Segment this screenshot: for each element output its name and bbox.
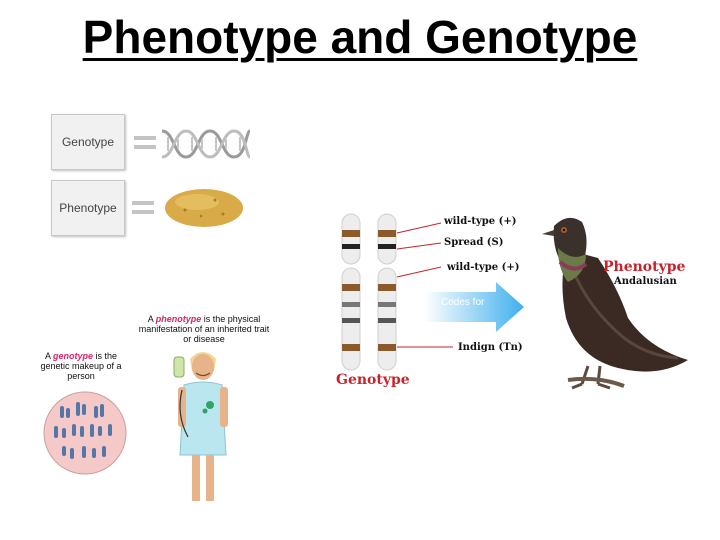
codes-for-label: Codes for [441, 297, 485, 308]
label-indign: Indign (Tn) [458, 342, 523, 353]
codes-for-arrow-icon [424, 282, 524, 332]
karyotype-circle-icon [43, 391, 127, 475]
phenotype-description: A phenotype is the physical manifestatio… [138, 314, 270, 344]
genotype-box: Genotype [51, 114, 125, 170]
text-fragment: A [44, 351, 53, 361]
equals-sign-icon [132, 196, 154, 219]
text-fragment: is the physical manifestation of an inhe… [138, 314, 270, 344]
slide-title: Phenotype and Genotype [82, 11, 638, 63]
pointer-lines [396, 222, 453, 348]
phenotype-box: Phenotype [51, 180, 125, 236]
potato-icon [165, 189, 243, 227]
genotype-description: A genotype is the genetic makeup of a pe… [40, 351, 122, 381]
chromosome-pair-icon [341, 213, 397, 371]
pigeon-icon [542, 217, 688, 390]
label-wild-type-2: wild-type (+) [447, 262, 520, 273]
phenotype-term: phenotype [155, 314, 202, 324]
text-fragment: is the genetic makeup of a person [40, 351, 122, 381]
genotype-label: Genotype [336, 372, 410, 388]
phenotype-box-label: Phenotype [59, 201, 117, 215]
label-spread: Spread (S) [444, 237, 504, 248]
phenotype-label: Phenotype [603, 259, 686, 275]
phenotype-subtitle: Andalusian [614, 276, 677, 287]
label-wild-type-1: wild-type (+) [444, 216, 517, 227]
dna-helix-icon [161, 129, 252, 159]
genotype-term: genotype [52, 351, 93, 361]
nurse-figure-icon [173, 352, 228, 501]
text-fragment: A [147, 314, 156, 324]
genotype-box-label: Genotype [61, 135, 115, 149]
equals-sign-icon [134, 131, 156, 154]
